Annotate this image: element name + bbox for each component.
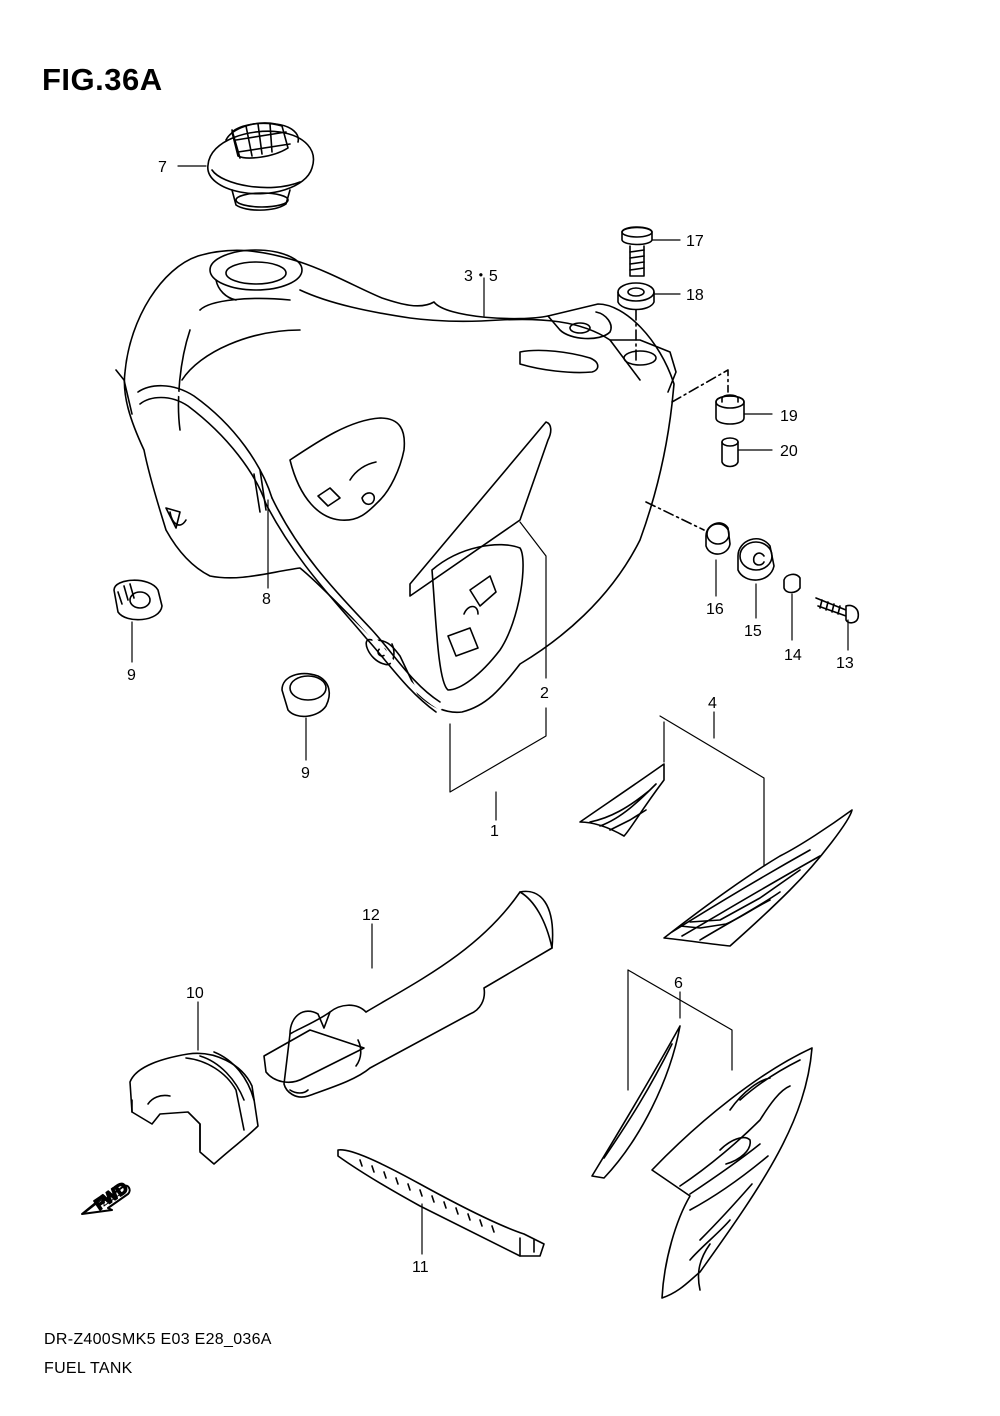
callout-7: 7 (158, 159, 167, 176)
callout-9-center: 9 (301, 765, 310, 782)
plug-icon (113, 579, 163, 621)
callout-16: 16 (706, 601, 724, 618)
callout-3-5: 3・5 (464, 268, 498, 285)
callout-11: 11 (412, 1259, 429, 1276)
side-decal-icon (651, 1047, 813, 1299)
callout-12: 12 (362, 907, 380, 924)
bolt-icon (815, 597, 860, 624)
callout-17: 17 (686, 233, 704, 250)
callout-18: 18 (686, 287, 704, 304)
sleeve-cover-icon (263, 890, 554, 1098)
cushion-icon (737, 537, 775, 581)
cable-tie-icon (337, 1149, 545, 1257)
callout-4: 4 (708, 695, 717, 712)
callout-1: 1 (490, 823, 499, 840)
figure-title: FIG.36A (42, 62, 163, 97)
model-code: DR-Z400SMK5 E03 E28_036A (44, 1331, 272, 1348)
callout-6: 6 (674, 975, 683, 992)
callout-19: 19 (780, 408, 798, 425)
callout-8: 8 (262, 591, 271, 608)
side-decal-icon (591, 1025, 681, 1179)
plug-icon (281, 672, 331, 718)
callout-9-left: 9 (127, 667, 136, 684)
fwd-arrow-icon (81, 1184, 131, 1215)
side-decal-icon (663, 809, 853, 947)
callout-20: 20 (780, 443, 798, 460)
figure-name: FUEL TANK (44, 1360, 133, 1377)
collar-icon (783, 573, 801, 594)
callout-14: 14 (784, 647, 802, 664)
callout-15: 15 (744, 623, 762, 640)
fuel-cap-icon (207, 122, 315, 211)
callout-13: 13 (836, 655, 854, 672)
cushion-icon (705, 522, 731, 555)
collar-icon (721, 437, 739, 468)
grommet-icon (129, 1051, 259, 1165)
fuel-tank-icon (115, 249, 677, 714)
emblem-icon (579, 763, 665, 837)
washer-icon (617, 282, 655, 311)
callout-2: 2 (540, 685, 549, 702)
bolt-icon (621, 226, 653, 277)
callout-10: 10 (186, 985, 204, 1002)
cushion-icon (715, 394, 745, 425)
